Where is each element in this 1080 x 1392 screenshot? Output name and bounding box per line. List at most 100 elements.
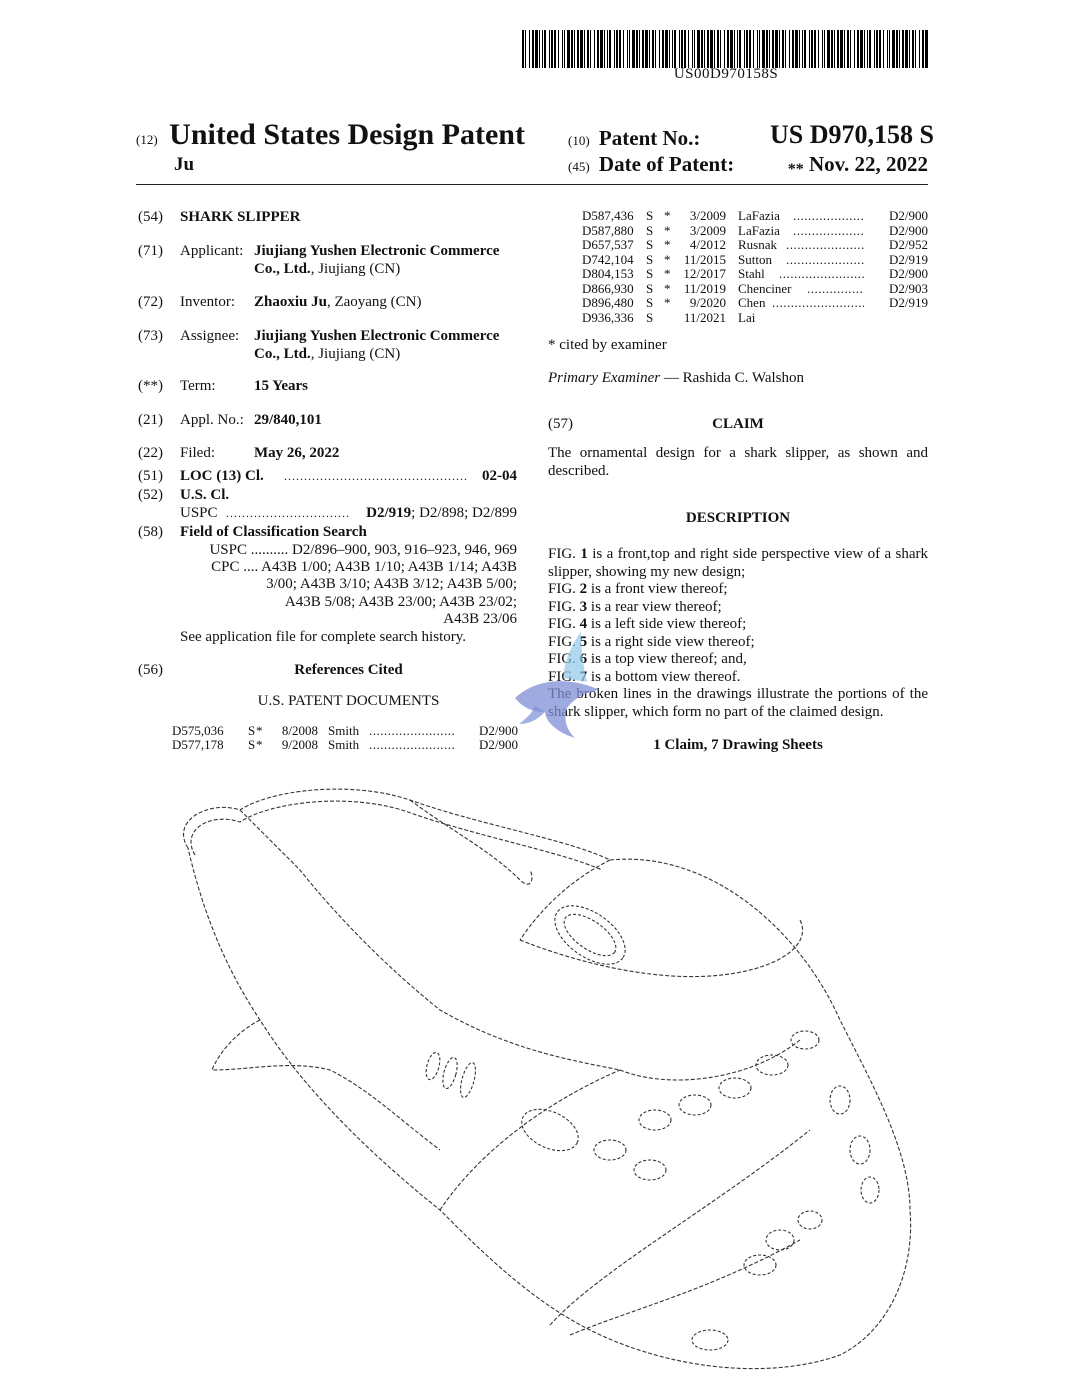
barcode-bar — [876, 30, 878, 68]
barcode-bar — [746, 30, 748, 68]
barcode-bar — [744, 30, 745, 68]
barcode-bar — [879, 30, 881, 68]
figure-description: FIG. 4 is a left side view thereof; — [548, 616, 928, 634]
barcode-bar — [899, 30, 900, 68]
reference-name: Stahl — [738, 266, 765, 281]
patent-no-label: Patent No.: — [598, 126, 701, 150]
design-title: SHARK SLIPPER — [180, 209, 301, 225]
barcode-bar — [532, 30, 534, 68]
reference-star: * — [664, 208, 671, 223]
barcode-bar — [919, 30, 920, 68]
figure-text: FIG. — [548, 598, 580, 615]
reference-kind: S — [646, 222, 654, 238]
barcode-bar — [869, 30, 871, 68]
code-57: (57) — [548, 416, 573, 432]
barcode-bar — [544, 30, 546, 68]
reference-date: 3/2009 — [689, 222, 726, 238]
barcode-bar — [915, 30, 916, 68]
figure-description: FIG. 5 is a right side view thereof; — [548, 634, 928, 652]
reference-date: 12/2017 — [683, 266, 726, 281]
barcode-bar — [590, 30, 591, 68]
barcode-bar — [549, 30, 550, 68]
barcode-bar — [847, 30, 849, 68]
reference-num: D742,104 — [582, 251, 634, 267]
barcode-bar — [607, 30, 608, 68]
loc-dots: ........................................… — [284, 469, 468, 483]
barcode-bar — [727, 30, 729, 68]
shark-watermark-logo — [515, 632, 600, 738]
term-value: 15 Years — [254, 378, 309, 394]
barcode-bar — [616, 30, 618, 68]
barcode-bar — [795, 30, 798, 68]
barcode-bar — [674, 30, 676, 68]
reference-num: D866,930 — [582, 280, 634, 296]
figure-text: is a rear view thereof; — [587, 598, 722, 615]
barcode-bar — [701, 30, 703, 68]
loc-value: 02-04 — [482, 468, 517, 484]
barcode-bar — [655, 30, 656, 68]
barcode-bar — [554, 30, 556, 68]
broken-lines-note: The broken lines in the drawings illustr… — [548, 686, 928, 720]
barcode-bar — [707, 30, 709, 68]
barcode-bar — [896, 30, 898, 68]
barcode-bar — [769, 30, 770, 68]
reference-leader-dots: ........................................… — [793, 209, 864, 223]
reference-num: D577,178 — [172, 737, 224, 752]
patent-date: Nov. 22, 2022 — [808, 152, 928, 176]
barcode-bar — [684, 30, 686, 68]
barcode-bar — [730, 30, 733, 68]
figure-number: 3 — [579, 598, 588, 615]
figure-number: 1 — [580, 546, 588, 562]
reference-name: LaFazia — [738, 222, 780, 238]
reference-cls: D2/952 — [889, 237, 928, 252]
reference-num: D587,880 — [582, 222, 634, 238]
barcode-bar — [811, 30, 813, 68]
code-10: (10) — [568, 133, 590, 148]
barcode-bar — [522, 30, 524, 68]
figure-text: is a front,top and right side perspectiv… — [548, 546, 928, 580]
barcode-bar — [672, 30, 673, 68]
appl-no-label: Appl. No.: — [180, 412, 244, 428]
barcode-bar — [636, 30, 638, 68]
applicant-label: Applicant: — [180, 243, 244, 259]
code-51: (51) — [138, 468, 163, 484]
code-56: (56) — [138, 662, 163, 678]
barcode-bar — [757, 30, 758, 68]
reference-name: LaFazia — [738, 208, 780, 223]
barcode-bar — [804, 30, 806, 68]
barcode-bar — [759, 30, 760, 68]
barcode-bar — [604, 30, 605, 68]
figure-text: FIG. — [548, 581, 580, 597]
barcode-bar — [551, 30, 553, 68]
reference-kind: S — [646, 237, 654, 252]
barcode-bar — [609, 30, 611, 68]
reference-cls: D2/919 — [889, 295, 928, 310]
reference-kind: S — [646, 208, 654, 223]
barcode-bar — [692, 30, 693, 68]
barcode-bar — [564, 30, 565, 68]
claim-text: The ornamental design for a shark slippe… — [548, 445, 928, 479]
reference-leader-dots: ........................................… — [807, 281, 864, 296]
barcode-bar — [739, 30, 741, 68]
barcode-bar — [539, 30, 540, 68]
reference-num: D657,537 — [582, 237, 634, 252]
reference-date: 11/2019 — [683, 280, 726, 296]
figure-text: FIG. — [548, 616, 580, 632]
barcode-bar — [737, 30, 738, 68]
barcode-bar — [802, 30, 803, 68]
reference-date: 3/2009 — [689, 208, 726, 223]
barcode-bar — [887, 30, 888, 68]
reference-date: 8/2008 — [281, 723, 318, 738]
uspc-rest: ; D2/898; D2/899 — [411, 505, 517, 521]
barcode-bar — [850, 30, 851, 68]
reference-kind: S — [646, 266, 654, 281]
search-cpc-4: A43B 23/06 — [443, 611, 517, 627]
barcode-bar — [694, 30, 695, 68]
barcode-bar — [753, 30, 754, 68]
filed-label: Filed: — [180, 445, 216, 461]
barcode-bar — [909, 30, 910, 68]
patent-title: United States Design Patent — [169, 118, 525, 151]
figure-number: 4 — [579, 616, 588, 632]
reference-leader-dots: ........................................… — [786, 238, 864, 252]
barcode-bar — [809, 30, 810, 68]
